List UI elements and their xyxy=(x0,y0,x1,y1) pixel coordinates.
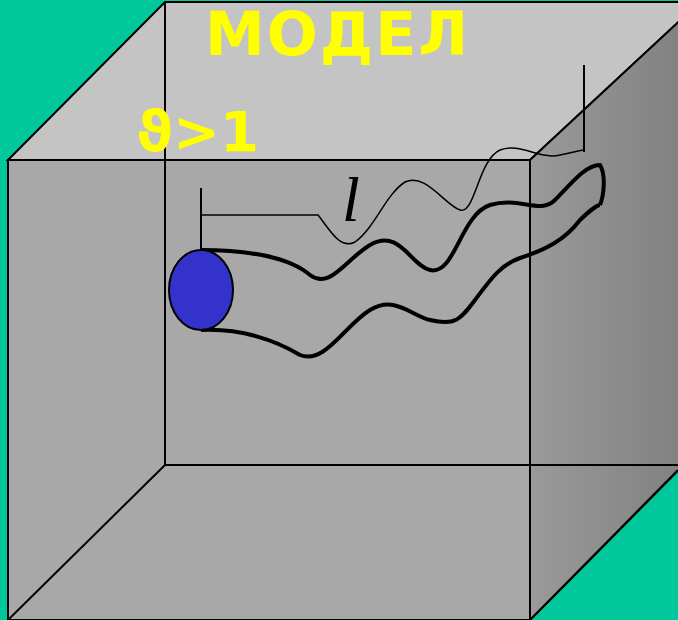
cube-edge xyxy=(530,470,678,620)
hidden-edge xyxy=(164,2,166,465)
background-corner xyxy=(530,470,678,620)
hidden-edge xyxy=(8,465,165,620)
contour-line xyxy=(201,148,584,244)
length-label: l xyxy=(342,168,360,232)
tube-top xyxy=(201,165,604,279)
title-text: МОДЕЛ xyxy=(205,4,470,64)
length-tick xyxy=(583,65,585,152)
length-tick xyxy=(200,188,202,252)
tube-bottom xyxy=(201,205,600,357)
parameter-label: ϑ>1 xyxy=(136,104,259,160)
tube-end xyxy=(169,250,233,330)
cube-front xyxy=(8,160,530,620)
hidden-edge xyxy=(165,464,678,466)
